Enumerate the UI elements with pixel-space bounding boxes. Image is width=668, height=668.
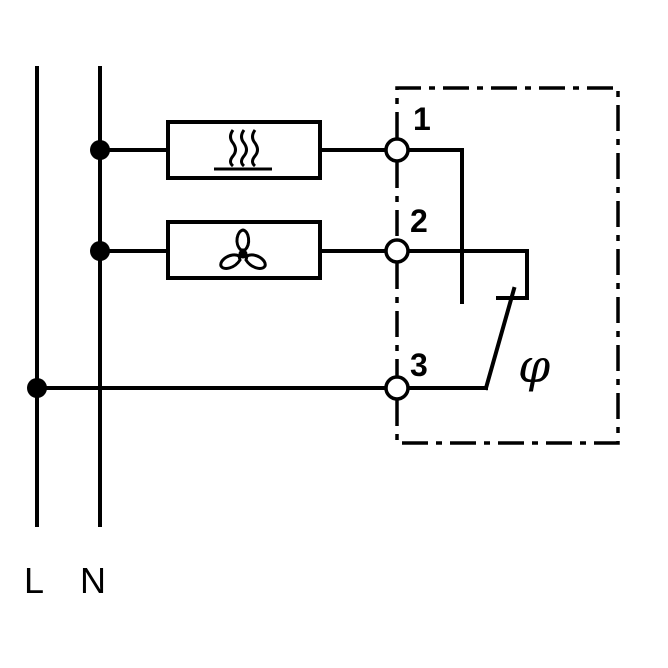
heater-icon [214, 129, 272, 171]
sensor-symbol: φ [518, 339, 551, 393]
terminal-3-label: 3 [410, 347, 428, 383]
terminal-3 [384, 375, 410, 401]
enclosure-outline [395, 86, 620, 445]
line-label: L [24, 560, 44, 601]
changeover-contact [406, 148, 529, 391]
fan-icon [219, 228, 267, 270]
junction-dot-heater [90, 140, 110, 160]
terminal-1 [384, 137, 410, 163]
terminal-2-label: 2 [410, 203, 428, 239]
terminal-2 [384, 238, 410, 264]
terminal-1-label: 1 [413, 101, 431, 137]
junction-dot-fan [90, 241, 110, 261]
neutral-label: N [80, 560, 106, 601]
junction-dot-line [27, 378, 47, 398]
